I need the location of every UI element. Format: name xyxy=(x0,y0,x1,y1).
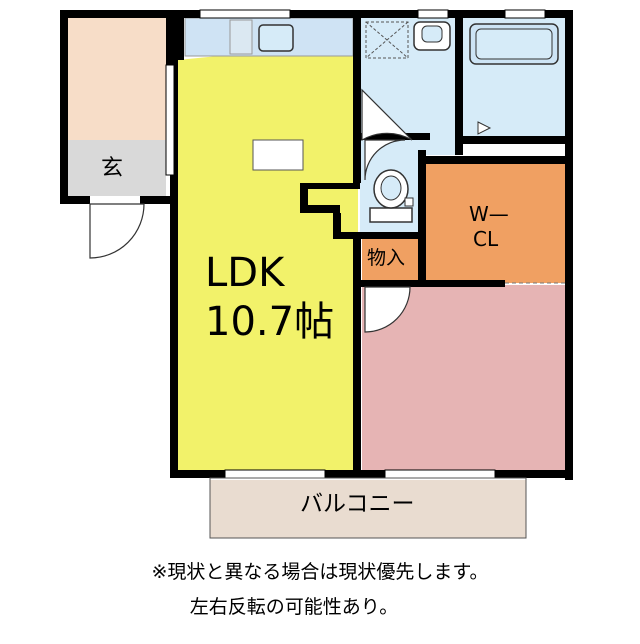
window-top-bath xyxy=(504,9,546,19)
entrance-hall-area xyxy=(68,18,166,140)
entrance-label: 玄 xyxy=(101,156,124,181)
disclaimer-line-2: 左右反転の可能性あり。 xyxy=(189,596,399,618)
storage-area xyxy=(362,238,418,280)
window-top-wash xyxy=(417,9,449,19)
storage-label: 物入 xyxy=(367,247,406,269)
genkan-area xyxy=(68,140,166,196)
toilet-door xyxy=(364,139,406,181)
ldk-size-label: 10.7帖 xyxy=(205,299,335,345)
washing-machine-pan xyxy=(365,21,409,59)
balcony-area xyxy=(210,480,526,538)
window-left-ldk xyxy=(165,64,175,176)
window-top-left xyxy=(199,9,291,19)
toilet-tank xyxy=(369,207,413,223)
bathroom-door xyxy=(361,88,413,142)
kitchen-sink xyxy=(258,24,294,52)
window-ldk-south xyxy=(224,469,326,479)
walls xyxy=(60,10,573,480)
disclaimer-line-1: ※現状と異なる場合は現状優先します。 xyxy=(151,561,489,583)
ldk-name-label: LDK xyxy=(205,250,285,296)
entrance-shelf xyxy=(252,139,304,171)
front-door xyxy=(89,203,145,259)
bath-door-marker xyxy=(477,121,492,135)
kitchen-cabinet xyxy=(229,19,253,55)
walk-in-closet-label-2: CL xyxy=(473,227,499,251)
walk-in-closet-area xyxy=(425,163,565,283)
ldk-area xyxy=(178,55,355,210)
balcony-label: バルコニー xyxy=(300,491,415,517)
walk-in-closet-label-1: W— xyxy=(469,202,509,226)
bedroom-door xyxy=(364,286,411,333)
bedroom-area xyxy=(362,285,565,470)
window-bedroom-south xyxy=(384,469,496,479)
